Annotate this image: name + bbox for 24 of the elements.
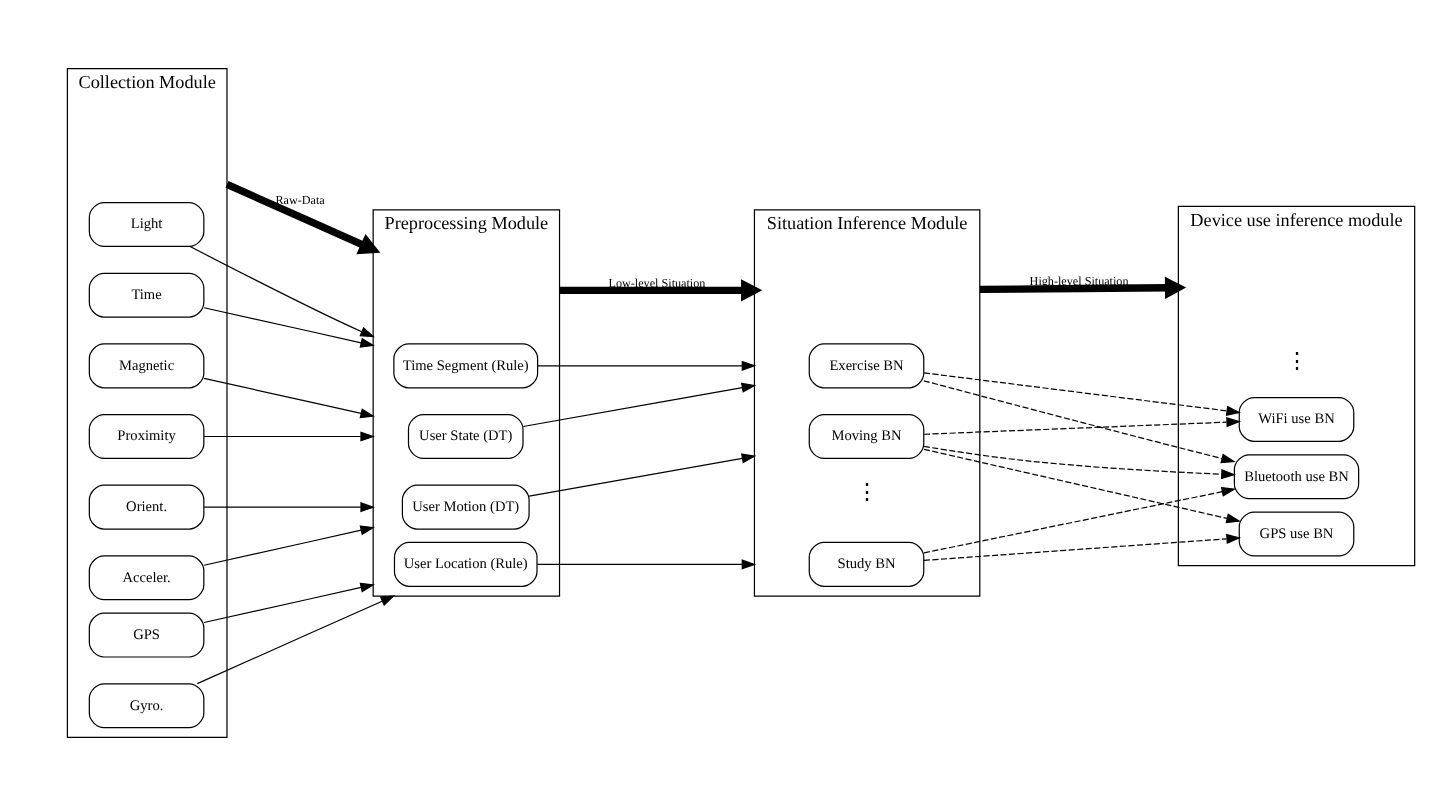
arrow: [923, 371, 1241, 415]
arrow: [979, 275, 1187, 298]
arrow: [203, 306, 375, 347]
arrow: [225, 180, 381, 254]
arrow: [522, 381, 757, 427]
arrow: [923, 444, 1236, 479]
arrow: [528, 452, 757, 496]
label: ⋮: [1285, 348, 1308, 373]
label: ⋮: [855, 480, 878, 505]
arrow: [923, 416, 1242, 434]
arrow: [189, 244, 375, 337]
arrow: [559, 278, 763, 301]
arrow: [203, 581, 375, 623]
arrow: [923, 485, 1237, 553]
arrow: [203, 524, 375, 565]
arrow: [923, 532, 1242, 560]
arrow: [923, 379, 1236, 463]
arrow: [203, 501, 375, 512]
arrow: [923, 447, 1241, 523]
arrow: [536, 558, 757, 569]
arrow: [196, 594, 396, 684]
arrow: [537, 359, 757, 370]
arrow: [203, 376, 375, 418]
arrow: [203, 430, 375, 441]
